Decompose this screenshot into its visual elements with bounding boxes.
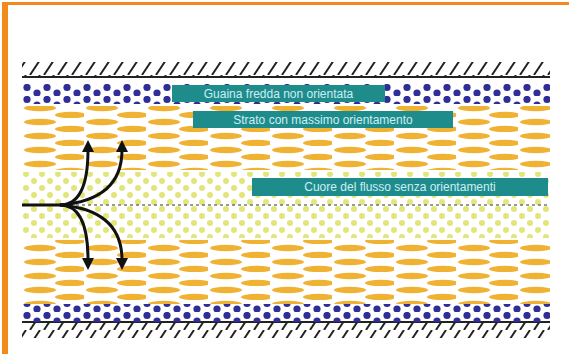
frame-left [2,2,8,354]
arrowhead [82,140,94,152]
label-box: Cuore del flusso senza orientamenti [252,178,548,196]
arrowheads [82,140,128,270]
flow-core [22,172,550,238]
flow-arrow [22,150,88,205]
arrowhead [116,140,128,152]
label-text: Guaina fredda non orientata [204,87,353,101]
fountain-arrows [22,150,122,260]
label-box: Strato con massimo orientamento [193,111,453,128]
frame-top [2,2,569,5]
flow-arrow [60,205,88,260]
oriented-layer [22,106,550,170]
wall-line [22,76,550,78]
wall-hatch [22,62,550,77]
cold-skin [22,84,550,104]
flow-arrow [60,150,122,205]
wall-hatch [22,323,550,338]
oriented-layer [22,240,550,304]
label-text: Cuore del flusso senza orientamenti [304,180,495,194]
label-box: Guaina fredda non orientata [172,85,385,102]
centerline [22,205,550,206]
label-text: Strato con massimo orientamento [233,113,412,127]
arrowhead [116,258,128,270]
arrowhead [82,258,94,270]
cold-skin [22,304,550,322]
flow-arrow [60,205,122,260]
